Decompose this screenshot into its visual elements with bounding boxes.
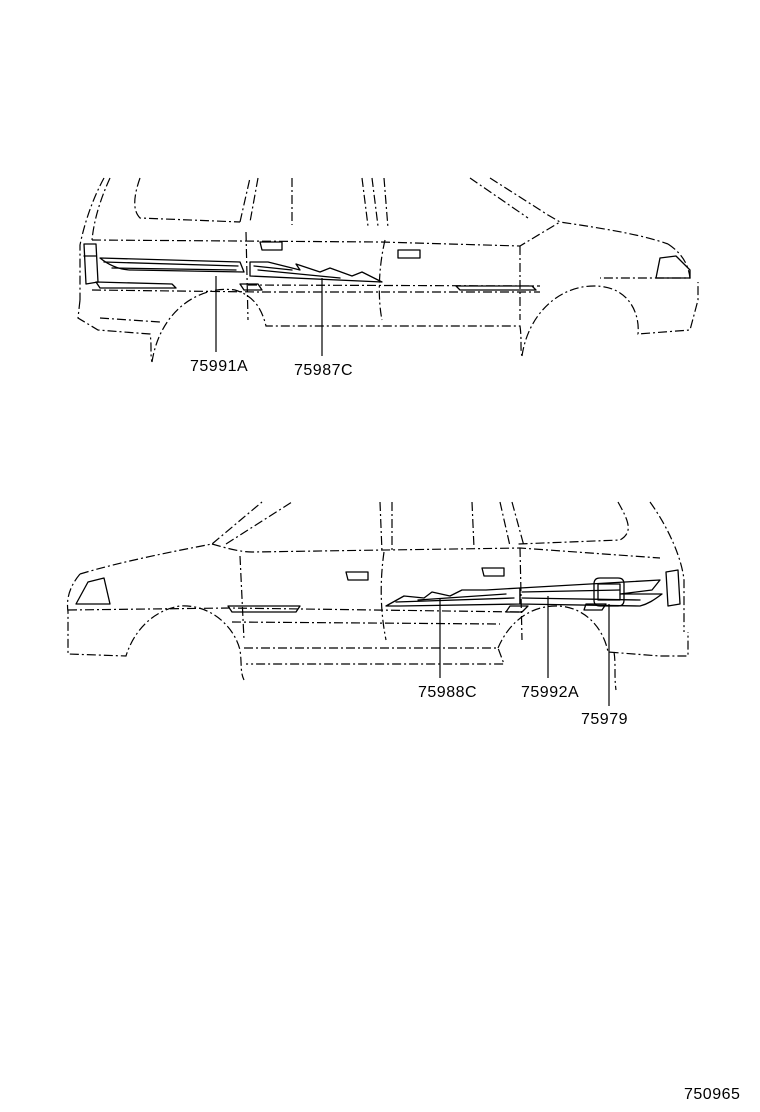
- label-75991a: 75991A: [190, 358, 248, 375]
- lower-car-view: [66, 501, 689, 691]
- figure-number: 750965: [684, 1086, 740, 1103]
- label-75979: 75979: [581, 711, 628, 728]
- label-75992a: 75992A: [521, 684, 579, 701]
- label-75988c: 75988C: [418, 684, 477, 701]
- upper-car-view: [77, 177, 699, 363]
- label-75987c: 75987C: [294, 362, 353, 379]
